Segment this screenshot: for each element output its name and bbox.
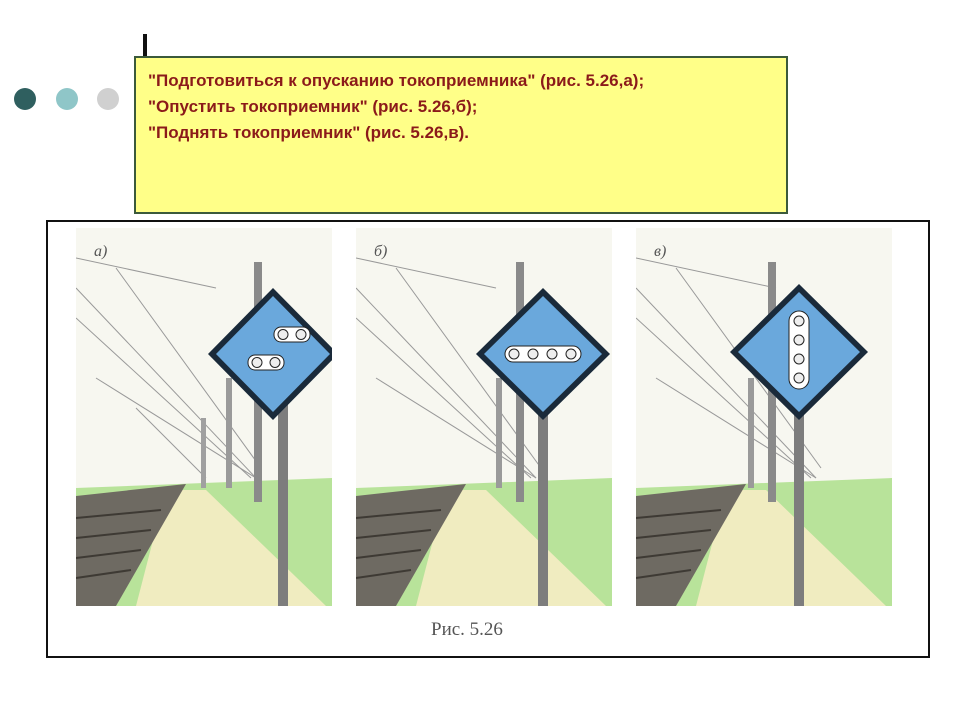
panel-c-label: в)	[654, 243, 666, 260]
instruction-line-2: "Опустить токоприемник" (рис. 5.26,б);	[148, 97, 478, 116]
panel-b-illustration: б)	[356, 228, 612, 606]
panel-c: в)	[636, 228, 892, 606]
panel-b: б)	[356, 228, 612, 606]
instruction-line-1: "Подготовиться к опусканию токоприемника…	[148, 71, 645, 90]
figure-caption: Рис. 5.26	[431, 619, 503, 640]
figure-5-26: а)	[46, 220, 930, 658]
panel-a-label: а)	[94, 243, 107, 260]
panel-a: а)	[76, 228, 332, 606]
panel-c-illustration: в)	[636, 228, 892, 606]
instruction-box: "Подготовиться к опусканию токоприемника…	[134, 56, 788, 214]
decorative-bar	[143, 34, 147, 56]
instruction-line-3: "Поднять токоприемник" (рис. 5.26,в).	[148, 123, 470, 142]
bullet-dot-gray	[97, 88, 119, 110]
bullet-dot-dark	[14, 88, 36, 110]
panel-b-label: б)	[374, 243, 387, 260]
panel-a-illustration: а)	[76, 228, 332, 606]
bullet-dot-light	[56, 88, 78, 110]
